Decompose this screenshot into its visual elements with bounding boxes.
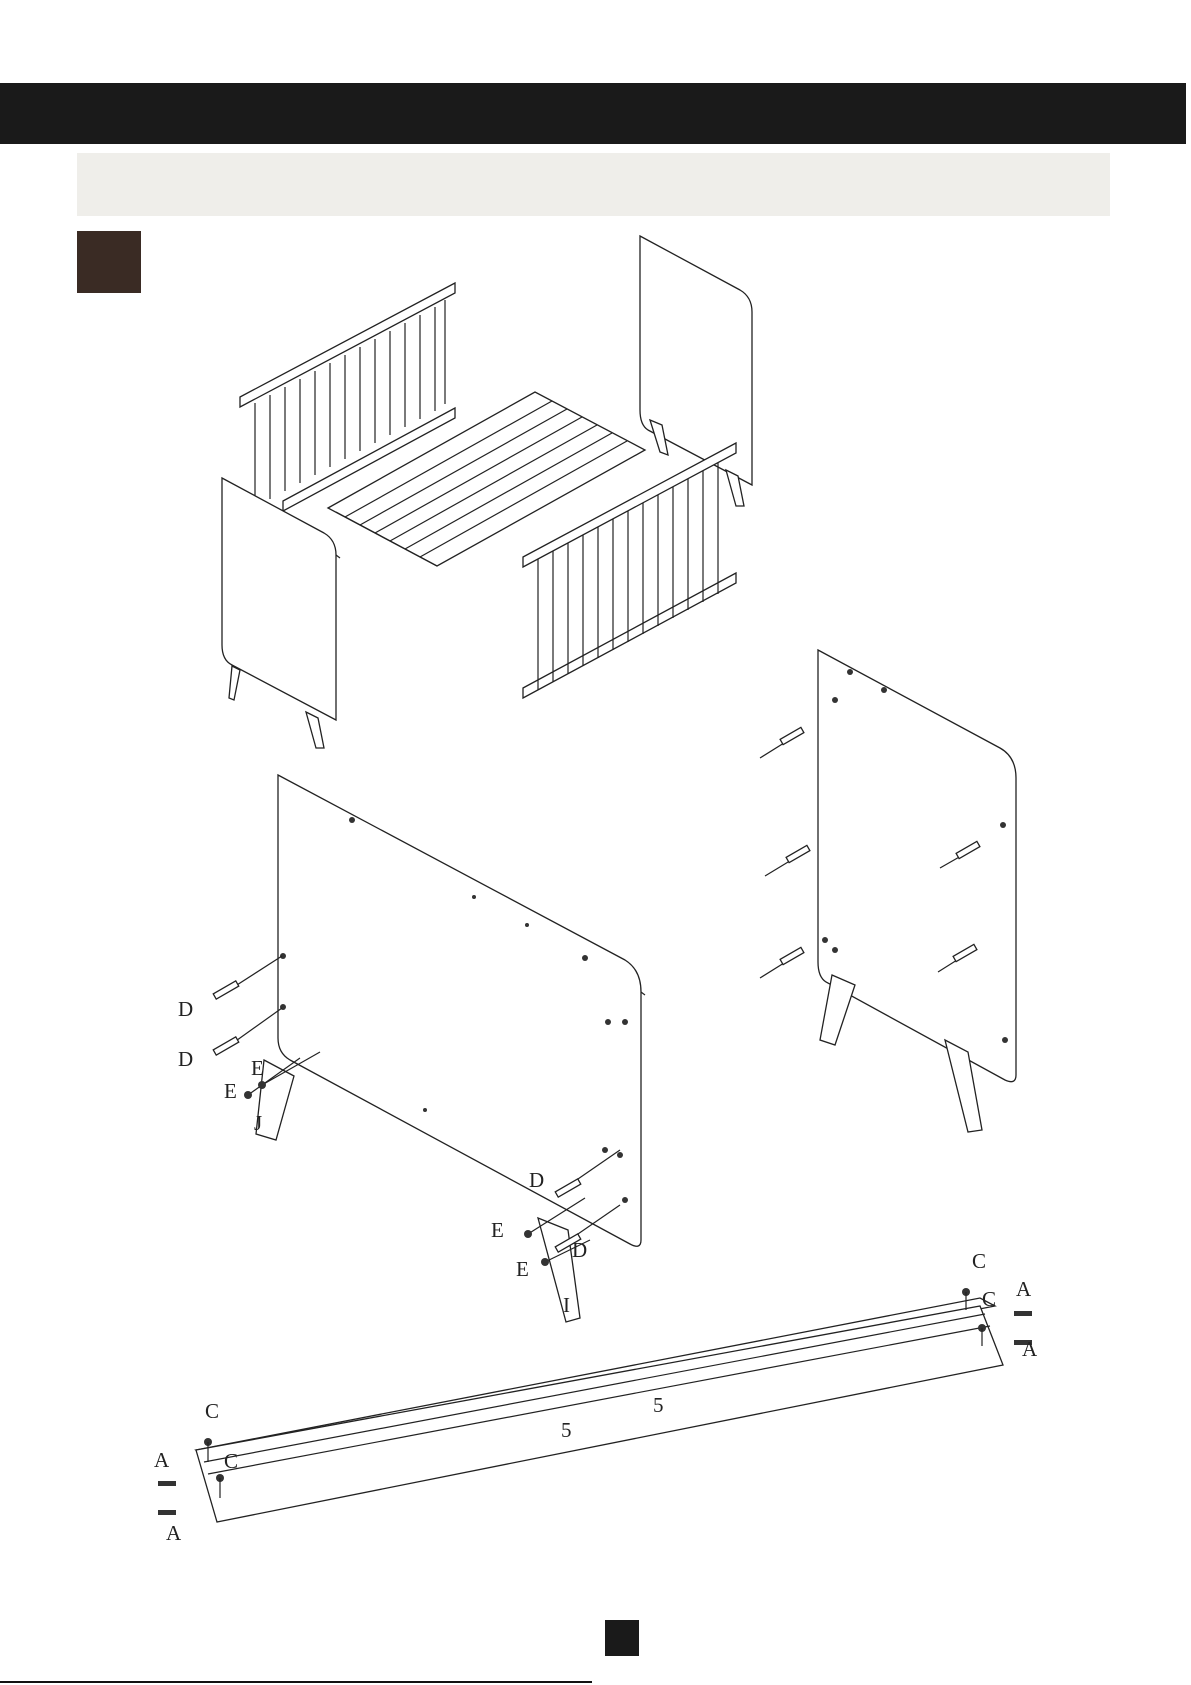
label-i: I (563, 1293, 570, 1317)
label-c-2: C (982, 1287, 996, 1311)
page-number-badge (605, 1620, 639, 1656)
label-c-3: C (205, 1399, 219, 1423)
label-d-2: D (178, 1047, 193, 1071)
label-e-2: E (224, 1079, 237, 1103)
footer-rule (0, 1681, 592, 1683)
label-j: J (254, 1111, 262, 1135)
label-c-4: C (224, 1449, 238, 1473)
label-5-1: 5 (653, 1393, 664, 1417)
label-a-1: A (1016, 1277, 1032, 1301)
label-a-2: A (1022, 1337, 1038, 1361)
label-c-1: C (972, 1249, 986, 1273)
bottom-rails (158, 1288, 1032, 1522)
end-panel-detail (760, 650, 1016, 1132)
leg-end-left (820, 975, 855, 1045)
label-e-3: E (491, 1218, 504, 1242)
label-d-3: D (529, 1168, 544, 1192)
label-a-4: A (166, 1521, 182, 1545)
label-d-4: D (572, 1238, 587, 1262)
leg-i (538, 1218, 580, 1322)
label-e-1: E (251, 1056, 264, 1080)
label-d-1: D (178, 997, 193, 1021)
label-a-3: A (154, 1448, 170, 1472)
label-e-4: E (516, 1257, 529, 1281)
end-panel-left (222, 478, 336, 720)
label-5-2: 5 (561, 1418, 572, 1442)
crib-exploded-view (222, 236, 752, 748)
